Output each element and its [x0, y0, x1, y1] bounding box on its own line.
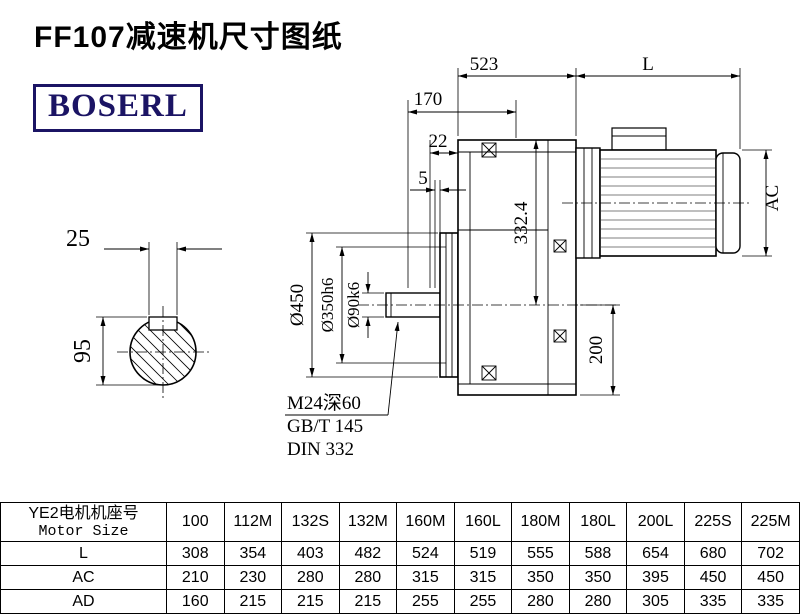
- dim-flange-diameter: Ø450: [287, 284, 308, 326]
- column-header: 225M: [741, 502, 800, 542]
- table-cell: 702: [741, 541, 800, 566]
- motor-outline: [575, 127, 741, 259]
- table-cell: 315: [453, 565, 513, 590]
- dim-spigot-diameter: Ø350h6: [318, 278, 337, 333]
- dim-523: 523: [470, 54, 499, 75]
- dim-key-width-group: 25: [66, 226, 222, 315]
- column-header: 160M: [396, 502, 455, 542]
- table-cell: 305: [626, 589, 685, 614]
- dim-22: 22: [429, 131, 448, 152]
- bolt-marks: [481, 142, 567, 381]
- dim-523-group: 523: [457, 54, 577, 136]
- note-gbt-standard: GB/T 145: [287, 416, 363, 437]
- column-header: 180M: [511, 502, 570, 542]
- table-cell: 395: [626, 565, 685, 590]
- column-header: 180L: [568, 502, 628, 542]
- column-header: 225S: [683, 502, 743, 542]
- table-cell: 280: [338, 565, 398, 590]
- table-cell: 215: [338, 589, 398, 614]
- dim-AC: AC: [762, 185, 783, 211]
- table-cell: 280: [511, 589, 570, 614]
- table-row-AD: AD 160 215 215 215 255 255 280 280 305 3…: [0, 589, 800, 614]
- column-header: 100: [166, 502, 225, 542]
- table-cell: 280: [568, 589, 628, 614]
- table-cell: 255: [453, 589, 513, 614]
- dim-332: 332.4: [511, 201, 532, 244]
- table-cell: 654: [626, 541, 685, 566]
- shaft-end-notes: M24深60 GB/T 145 DIN 332: [285, 321, 400, 460]
- table-cell: 230: [223, 565, 283, 590]
- table-cell: 450: [741, 565, 800, 590]
- dim-L-group: L: [576, 54, 741, 149]
- table-cell: 215: [223, 589, 283, 614]
- table-cell: 482: [338, 541, 398, 566]
- table-row-L: L 308 354 403 482 524 519 555 588 654 68…: [0, 541, 800, 566]
- table-cell: 450: [683, 565, 743, 590]
- motor-fins: [601, 158, 715, 248]
- dim-5: 5: [418, 168, 428, 189]
- column-header: 112M: [223, 502, 283, 542]
- dim-22-group: 22: [429, 131, 459, 288]
- table-cell: 350: [568, 565, 628, 590]
- dim-200: 200: [586, 336, 607, 365]
- table-cell: 403: [281, 541, 340, 566]
- dim-5-group: 5: [410, 168, 466, 290]
- dim-shaft-diameter: Ø90k6: [344, 282, 363, 328]
- column-header: 132S: [281, 502, 340, 542]
- table-cell: 588: [568, 541, 628, 566]
- dim-flange-diameter-group: Ø450: [287, 232, 438, 378]
- table-cell: 315: [396, 565, 455, 590]
- dim-200-group: 200: [580, 304, 620, 396]
- header-line-cn: YE2电机机座号: [28, 504, 139, 522]
- gearbox-outline: [385, 139, 577, 396]
- dim-spigot-diameter-group: Ø350h6: [318, 246, 446, 364]
- column-header: 160L: [453, 502, 513, 542]
- dim-shaft-height: 95: [70, 339, 96, 363]
- row-label: AC: [0, 565, 167, 590]
- dim-shaft-diameter-group: Ø90k6: [344, 272, 384, 338]
- table-header-motor-size: YE2电机机座号 Motor Size: [0, 502, 167, 542]
- terminal-box: [611, 127, 667, 151]
- brand-logo: BOSERL: [33, 84, 203, 132]
- dim-170-group: 170: [407, 89, 517, 288]
- table-cell: 335: [741, 589, 800, 614]
- row-label: L: [0, 541, 167, 566]
- motor-size-table: YE2电机机座号 Motor Size 100 112M 132S 132M 1…: [0, 502, 800, 614]
- note-tap-hole: M24深60: [287, 392, 361, 414]
- table-cell: 354: [223, 541, 283, 566]
- column-header: 200L: [626, 502, 685, 542]
- table-header-row: YE2电机机座号 Motor Size 100 112M 132S 132M 1…: [0, 502, 800, 542]
- table-cell: 210: [166, 565, 225, 590]
- dim-L: L: [642, 54, 654, 75]
- table-cell: 680: [683, 541, 743, 566]
- header-line-en: Motor Size: [38, 522, 129, 540]
- housing: [457, 139, 577, 396]
- dim-332-group: 332.4: [511, 140, 539, 305]
- table-cell: 308: [166, 541, 225, 566]
- table-cell: 555: [511, 541, 570, 566]
- table-cell: 280: [281, 565, 340, 590]
- table-cell: 519: [453, 541, 513, 566]
- table-cell: 335: [683, 589, 743, 614]
- table-cell: 160: [166, 589, 225, 614]
- dim-shaft-height-group: 95: [70, 316, 158, 386]
- shaft-section-view: 25 95: [66, 226, 222, 398]
- dim-AC-group: AC: [742, 149, 783, 257]
- page-title: FF107减速机尺寸图纸: [34, 21, 343, 54]
- column-header: 132M: [338, 502, 398, 542]
- table-cell: 255: [396, 589, 455, 614]
- row-label: AD: [0, 589, 167, 614]
- dim-170: 170: [414, 89, 443, 110]
- note-din-standard: DIN 332: [287, 439, 354, 460]
- table-cell: 350: [511, 565, 570, 590]
- table-cell: 524: [396, 541, 455, 566]
- technical-drawing: 25 95: [66, 54, 783, 460]
- table-row-AC: AC 210 230 280 280 315 315 350 350 395 4…: [0, 565, 800, 590]
- table-cell: 215: [281, 589, 340, 614]
- dim-key-width: 25: [66, 226, 90, 252]
- output-shaft: [385, 292, 441, 318]
